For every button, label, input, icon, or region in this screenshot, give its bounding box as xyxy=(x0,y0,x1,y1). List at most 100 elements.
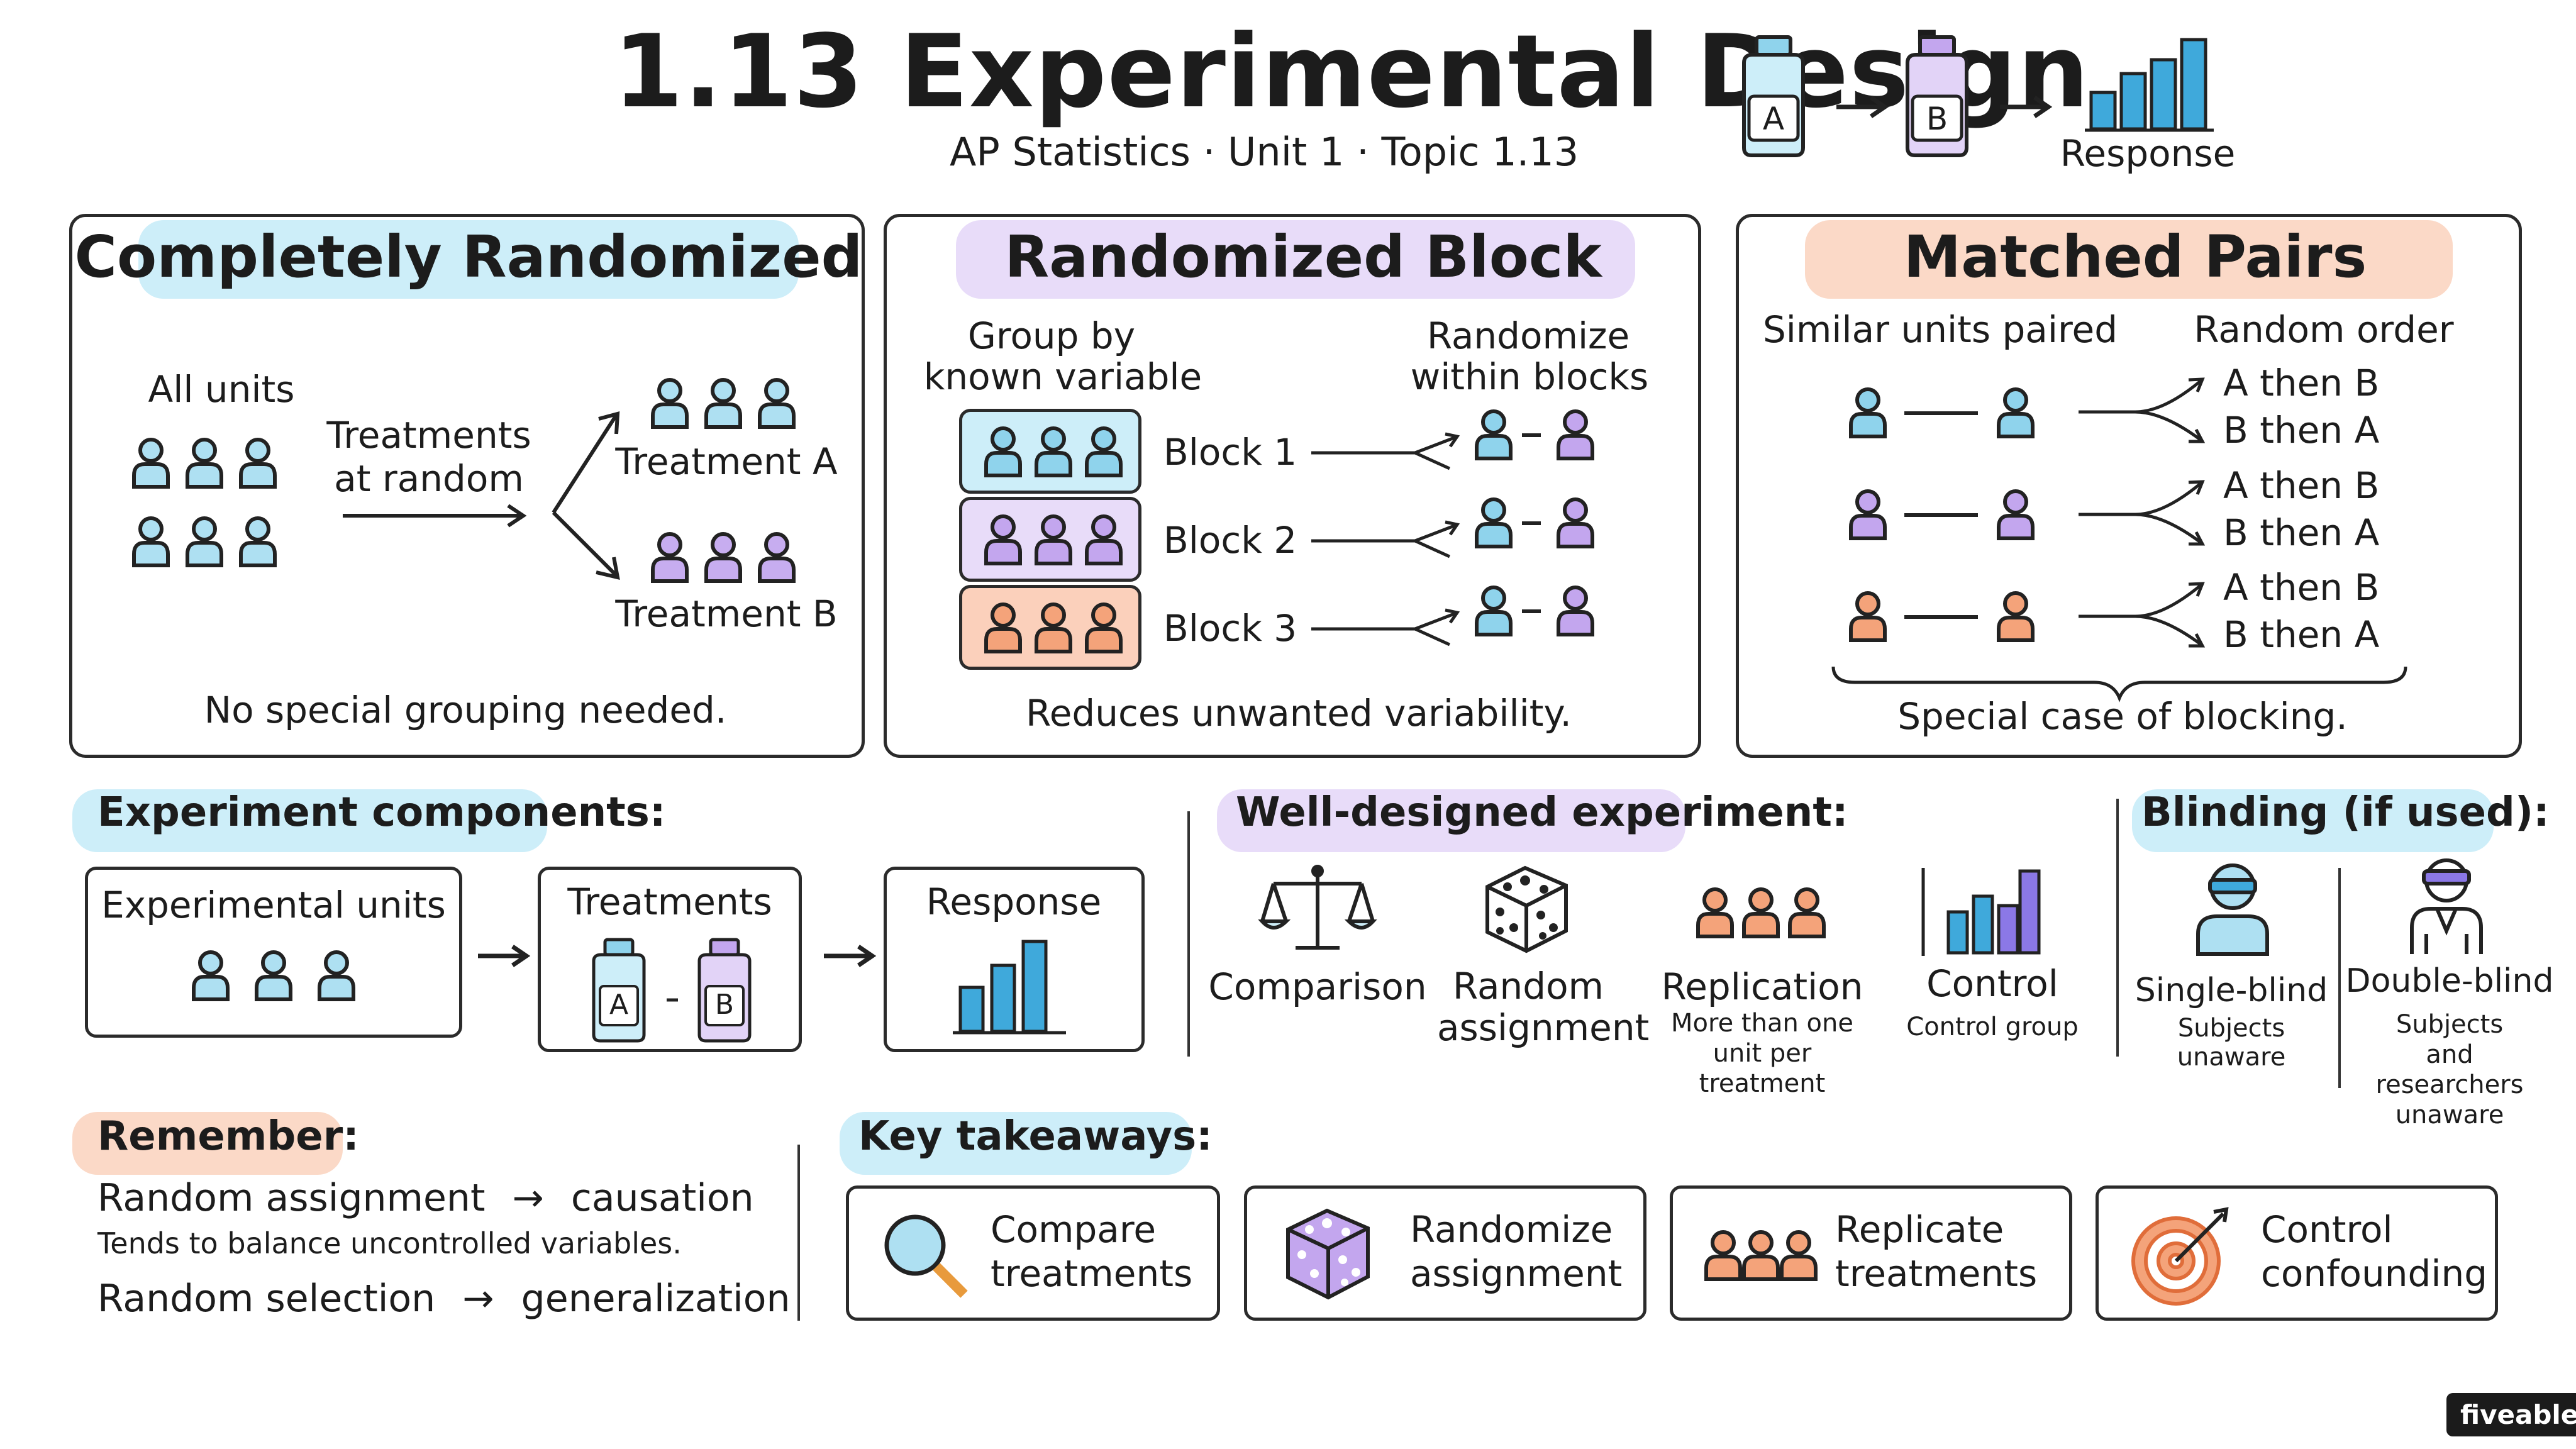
block-2-label: Block 2 xyxy=(1163,519,1297,562)
remember-heading: Remember: xyxy=(97,1113,359,1160)
blinding-heading: Blinding (if used): xyxy=(2141,789,2550,836)
block-1-label: Block 1 xyxy=(1163,431,1297,474)
takeaway-compare-line-1: Compare xyxy=(991,1208,1157,1251)
randomized-block-footer: Reduces unwanted variability. xyxy=(1026,692,1572,735)
takeaway-control-text: Control confounding xyxy=(2261,1208,2487,1296)
components-heading: Experiment components: xyxy=(97,789,666,836)
takeaways-heading: Key takeaways: xyxy=(858,1113,1213,1160)
people-icon xyxy=(1701,1214,1821,1296)
block-branch-arrows-icon xyxy=(1311,432,1460,647)
matched-pairs-footer: Special case of blocking. xyxy=(1897,695,2348,738)
pair-3-order-a: A then B xyxy=(2223,566,2380,609)
block-pairs-icon xyxy=(1465,402,1616,667)
takeaway-randomize-line-1: Randomize xyxy=(1410,1208,1613,1251)
control-label: Control xyxy=(1926,962,2058,1005)
random-order-label: Random order xyxy=(2194,308,2454,351)
section-highlight xyxy=(72,1112,343,1175)
pair-2-order-a: A then B xyxy=(2223,464,2380,507)
takeaway-control-line-1: Control xyxy=(2261,1208,2393,1251)
divider xyxy=(2116,799,2119,1057)
random-assignment-label: Random assignment xyxy=(1437,965,1650,1049)
dice-icon xyxy=(1485,865,1568,953)
completely-randomized-footer: No special grouping needed. xyxy=(204,689,727,731)
section-highlight xyxy=(1217,789,1685,852)
well-designed-heading: Well-designed experiment: xyxy=(1236,789,1848,836)
treatment-bottle-b-label: B xyxy=(714,989,735,1021)
takeaway-control-line-2: confounding xyxy=(2261,1252,2488,1295)
treatment-a-people-icon xyxy=(635,365,824,440)
group-by-label: Group by xyxy=(967,314,1136,357)
random-assignment-text: Random assignment xyxy=(97,1176,486,1220)
generalization-text: generalization xyxy=(521,1277,791,1321)
response-label: Response xyxy=(926,880,1102,923)
block-1-people-icon xyxy=(969,415,1138,491)
remember-line-2: Tends to balance uncontrolled variables. xyxy=(97,1226,682,1260)
header-response-label: Response xyxy=(2060,132,2236,175)
header-bottle-a-icon xyxy=(1742,35,1805,157)
divider xyxy=(797,1145,800,1321)
pair-2-order-b: B then A xyxy=(2223,511,2380,554)
double-blind-sub: Subjects and researchers unaware xyxy=(2375,1010,2524,1130)
dice-icon xyxy=(1286,1208,1370,1300)
treatment-bottle-a-label: A xyxy=(609,989,629,1021)
block-3-label: Block 3 xyxy=(1163,607,1297,650)
arrow-icon xyxy=(2000,96,2053,118)
section-highlight xyxy=(72,789,547,852)
units-people-icon xyxy=(179,940,368,1016)
treatment-bottles-icon xyxy=(592,938,752,1043)
control-sub: Control group xyxy=(1906,1013,2079,1041)
header-bottle-b-label: B xyxy=(1926,101,1948,137)
causation-text: causation xyxy=(570,1176,754,1220)
replication-sub: More than one unit per treatment xyxy=(1671,1009,1853,1098)
comparison-label: Comparison xyxy=(1208,965,1427,1008)
pair-1-order-b: B then A xyxy=(2223,409,2380,452)
matched-pairs-title: Matched Pairs xyxy=(1903,223,2367,291)
target-icon xyxy=(2131,1207,2229,1306)
all-units-label: All units xyxy=(148,368,295,411)
page-title: 1.13 Experimental Design xyxy=(613,13,2090,130)
fiveable-logo: fiveable xyxy=(2446,1393,2576,1436)
similar-units-label: Similar units paired xyxy=(1762,308,2118,351)
completely-randomized-panel xyxy=(69,214,865,758)
divider xyxy=(2338,868,2341,1088)
arrow-icon xyxy=(1836,96,1889,118)
takeaway-replicate-text: Replicate treatments xyxy=(1835,1208,2037,1296)
title-highlight xyxy=(956,220,1635,299)
single-blind-person-icon xyxy=(2196,863,2269,956)
randomize-within-label: Randomize xyxy=(1426,314,1630,357)
replication-label: Replication xyxy=(1661,965,1863,1008)
treatments-at-random-label-2: at random xyxy=(334,457,524,500)
block-3-people-icon xyxy=(969,591,1138,667)
single-blind-sub: Subjects unaware xyxy=(2177,1014,2286,1072)
double-blind-person-icon xyxy=(2410,858,2483,954)
random-selection-text: Random selection xyxy=(97,1277,436,1321)
header-bottle-a-label: A xyxy=(1762,101,1785,137)
remember-line-1: Random assignment → causation xyxy=(97,1176,754,1220)
matched-pairs-panel xyxy=(1736,214,2522,758)
completely-randomized-title: Completely Randomized xyxy=(74,223,863,291)
matched-pairs-branch-arrows-icon xyxy=(2079,377,2206,648)
section-highlight xyxy=(840,1112,1192,1175)
experimental-units-label: Experimental units xyxy=(101,884,446,926)
matched-pairs-people-icon xyxy=(1824,371,2063,660)
takeaway-randomize-text: Randomize assignment xyxy=(1410,1208,1622,1296)
treatments-box xyxy=(538,867,802,1052)
treatments-label: Treatments xyxy=(567,880,772,923)
brace-icon xyxy=(1831,666,2407,702)
randomized-block-title: Randomized Block xyxy=(1004,223,1602,291)
takeaway-replicate-line-2: treatments xyxy=(1835,1252,2038,1295)
treatments-at-random-label: Treatments xyxy=(326,414,531,457)
takeaway-compare-line-2: treatments xyxy=(991,1252,1193,1295)
takeaway-compare-text: Compare treatments xyxy=(991,1208,1192,1296)
page-subtitle: AP Statistics · Unit 1 · Topic 1.13 xyxy=(950,129,1579,175)
double-blind-label: Double-blind xyxy=(2345,962,2554,1000)
arrow-icon xyxy=(824,945,877,967)
treatment-b-label: Treatment B xyxy=(615,592,838,635)
pair-1-order-a: A then B xyxy=(2223,362,2380,404)
header-bar-chart-icon xyxy=(2085,38,2214,132)
arrow-text: → xyxy=(462,1277,494,1321)
title-highlight xyxy=(1805,220,2453,299)
header-bottle-b-icon xyxy=(1906,35,1968,157)
single-blind-label: Single-blind xyxy=(2135,972,2328,1009)
arrow-text: → xyxy=(512,1176,544,1220)
